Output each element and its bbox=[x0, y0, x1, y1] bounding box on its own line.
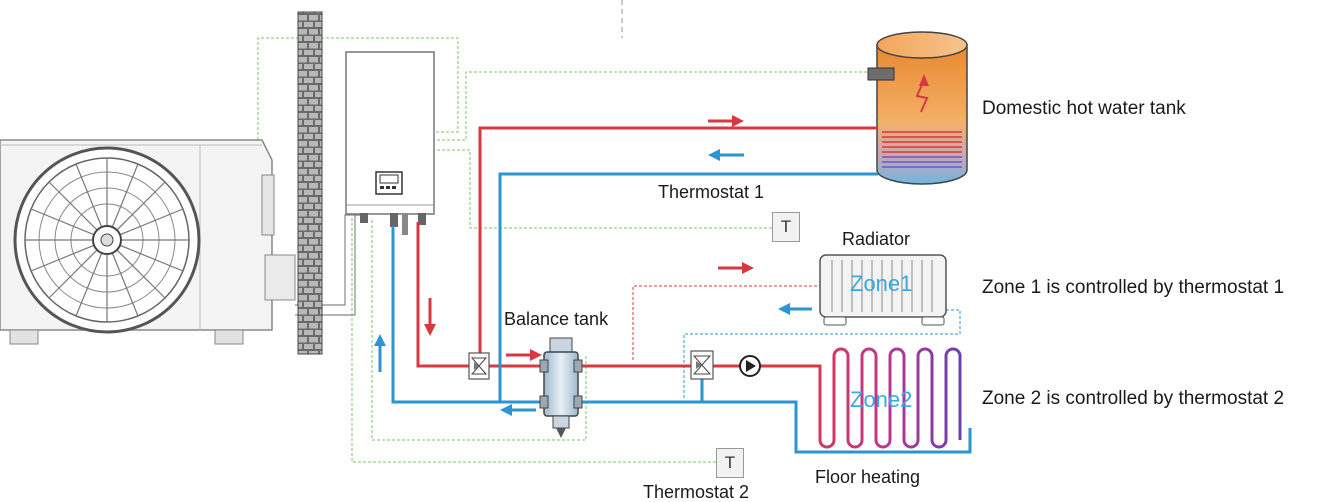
radiator-label: Radiator bbox=[842, 229, 911, 249]
flow-arrow-icon bbox=[708, 115, 744, 127]
three-way-valve-icon bbox=[690, 350, 714, 380]
dhw-tank-label: Domestic hot water tank bbox=[982, 98, 1186, 119]
floor-heating-coil-icon bbox=[796, 347, 962, 449]
balance-tank-label: Balance tank bbox=[504, 309, 609, 329]
zone1-description: Zone 1 is controlled by thermostat 1 bbox=[982, 277, 1285, 298]
flow-arrow-icon bbox=[424, 298, 436, 336]
circulation-pump-icon bbox=[739, 355, 761, 377]
signal-wires bbox=[257, 37, 878, 463]
zone2-label: Zone2 bbox=[850, 387, 913, 412]
flow-arrow-icon bbox=[718, 262, 754, 274]
hot-water-tank-icon bbox=[867, 31, 968, 185]
zone2-control-wire bbox=[683, 309, 961, 398]
indoor-unit-icon bbox=[345, 51, 435, 235]
flow-arrow-icon bbox=[778, 303, 812, 315]
radiator-icon bbox=[819, 254, 947, 326]
floor-heating-label: Floor heating bbox=[815, 467, 921, 487]
thermostat-2-icon: T bbox=[716, 448, 744, 478]
zone1-control-wire bbox=[632, 285, 820, 360]
thermostat-1-icon: T bbox=[772, 212, 800, 242]
flow-arrow-icon bbox=[500, 404, 536, 416]
brick-wall-icon bbox=[297, 11, 323, 355]
zone2-description: Zone 2 is controlled by thermostat 2 bbox=[982, 388, 1285, 409]
zone1-label: Zone1 bbox=[850, 271, 913, 296]
balance-tank-icon bbox=[539, 337, 583, 438]
flow-arrow-icon bbox=[506, 349, 542, 361]
heat-pump-outdoor-unit-icon bbox=[0, 139, 296, 345]
thermostat-2-label: Thermostat 2 bbox=[643, 482, 750, 502]
flow-arrow-icon bbox=[374, 334, 386, 372]
flow-arrow-icon bbox=[708, 149, 744, 161]
hot-pipes bbox=[416, 126, 878, 368]
three-way-valve-icon bbox=[468, 352, 490, 380]
thermostat-1-label: Thermostat 1 bbox=[658, 182, 765, 202]
cold-pipes bbox=[391, 172, 972, 454]
